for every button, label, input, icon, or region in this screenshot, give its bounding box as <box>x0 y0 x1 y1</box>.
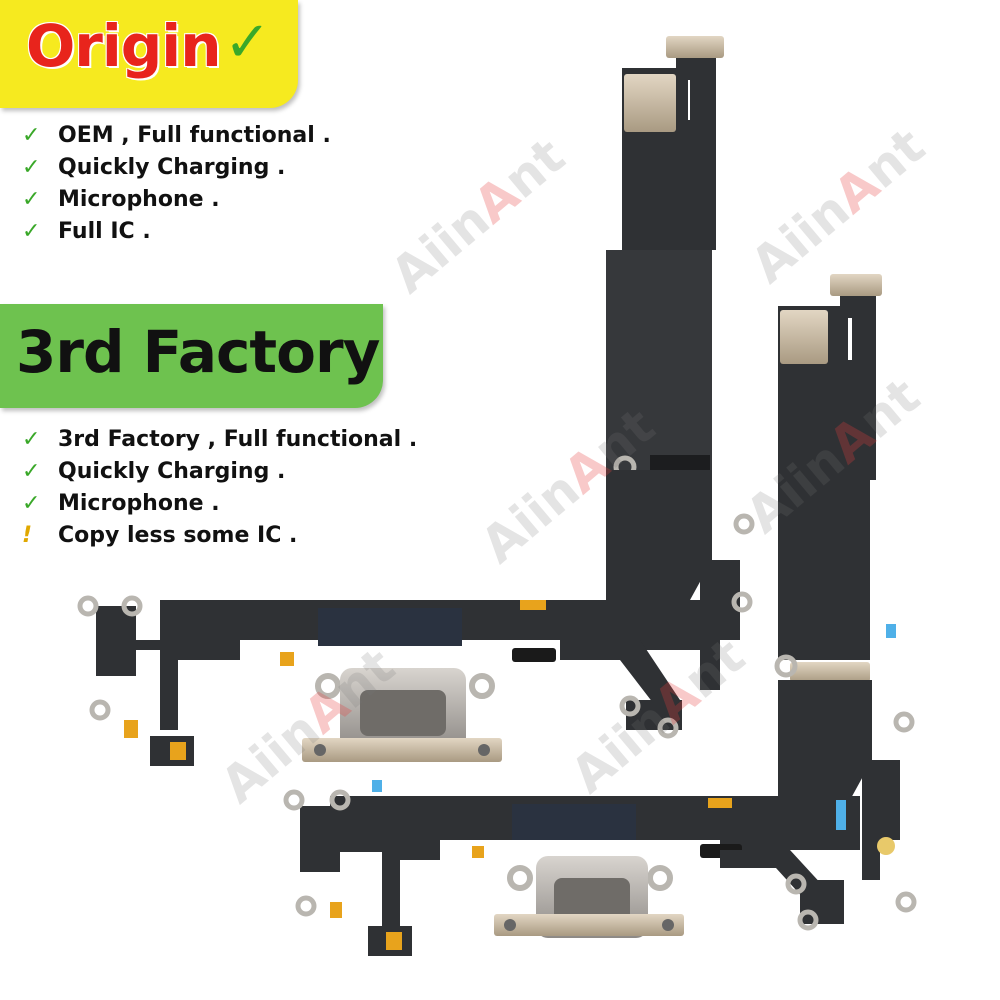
origin-feature-list: ✓OEM , Full functional . ✓Quickly Chargi… <box>22 120 331 248</box>
list-item: !Copy less some IC . <box>22 520 417 552</box>
check-icon: ✓ <box>22 219 41 244</box>
check-icon: ✓ <box>224 10 271 75</box>
list-item: ✓Microphone . <box>22 488 417 520</box>
list-item: ✓Full IC . <box>22 216 331 248</box>
origin-title: Origin <box>26 12 221 80</box>
check-icon: ✓ <box>22 187 41 212</box>
flex-cable-origin <box>77 36 755 766</box>
check-icon: ✓ <box>22 491 41 516</box>
factory-title: 3rd Factory <box>16 318 380 386</box>
check-icon: ✓ <box>22 459 41 484</box>
origin-banner <box>0 0 298 108</box>
check-icon: ✓ <box>22 427 41 452</box>
factory-banner <box>0 304 383 408</box>
list-item: ✓OEM , Full functional . <box>22 120 331 152</box>
list-item: ✓3rd Factory , Full functional . <box>22 424 417 456</box>
flex-cable-3rd-factory <box>283 274 917 956</box>
check-icon: ✓ <box>22 123 41 148</box>
list-item: ✓Quickly Charging . <box>22 456 417 488</box>
check-icon: ✓ <box>22 155 41 180</box>
factory-feature-list: ✓3rd Factory , Full functional . ✓Quickl… <box>22 424 417 552</box>
list-item: ✓Quickly Charging . <box>22 152 331 184</box>
list-item: ✓Microphone . <box>22 184 331 216</box>
warning-icon: ! <box>22 523 33 548</box>
